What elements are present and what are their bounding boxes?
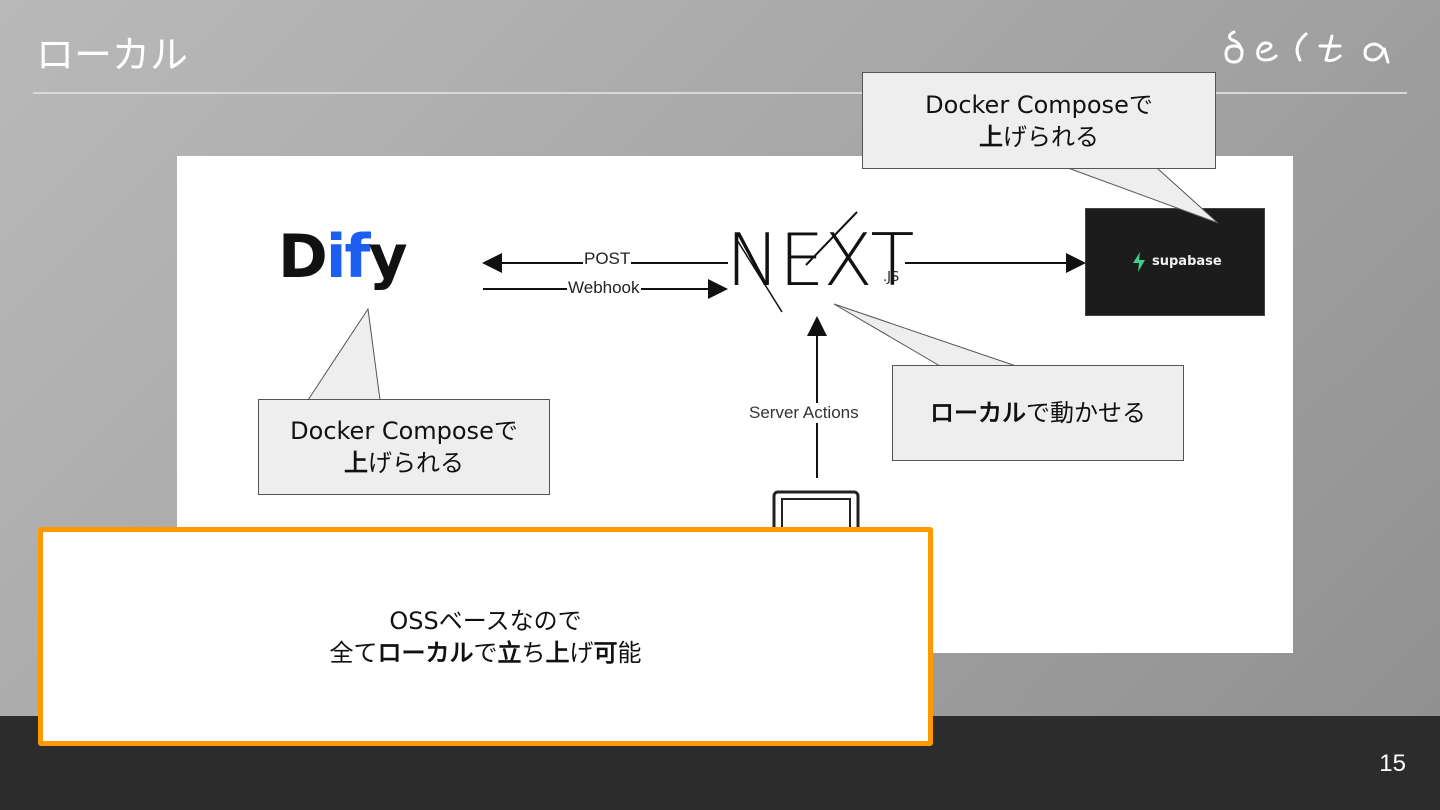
nextjs-n-diagonal [736, 239, 783, 313]
nextjs-logo: NEXT [726, 218, 914, 302]
post-label: POST [583, 249, 632, 268]
supabase-bolt-icon [1133, 252, 1145, 272]
supabase-callout: Docker Composeで 上げられる [862, 72, 1216, 169]
dify-logo: Dify [278, 222, 408, 292]
dify-callout: Docker Composeで 上げられる [258, 399, 550, 495]
dify-callout-tail [307, 307, 381, 401]
title-divider [33, 92, 1407, 94]
nextjs-slash [805, 211, 858, 266]
supabase-label: supabase [1152, 254, 1222, 269]
note-line-1: OSSベースなので [389, 606, 582, 635]
supabase-logo-box [1086, 209, 1264, 315]
delta-logo: delta [1224, 30, 1390, 64]
nextjs-suffix: .JS [883, 270, 900, 285]
webhook-label: Webhook [567, 278, 641, 297]
laptop-icon [772, 490, 860, 530]
note-line-2: 全てローカルで立ち上げ可能 [329, 638, 642, 667]
server-actions-label: Server Actions [749, 403, 859, 423]
page-number: 15 [1379, 750, 1406, 777]
nextjs-callout: ローカルで動かせる [892, 365, 1184, 461]
slide-title: ローカル [36, 33, 189, 77]
supabase-callout-tail [1067, 167, 1219, 224]
nextjs-callout-tail [833, 303, 1017, 367]
note-box: OSSベースなので 全てローカルで立ち上げ可能 [38, 527, 933, 746]
